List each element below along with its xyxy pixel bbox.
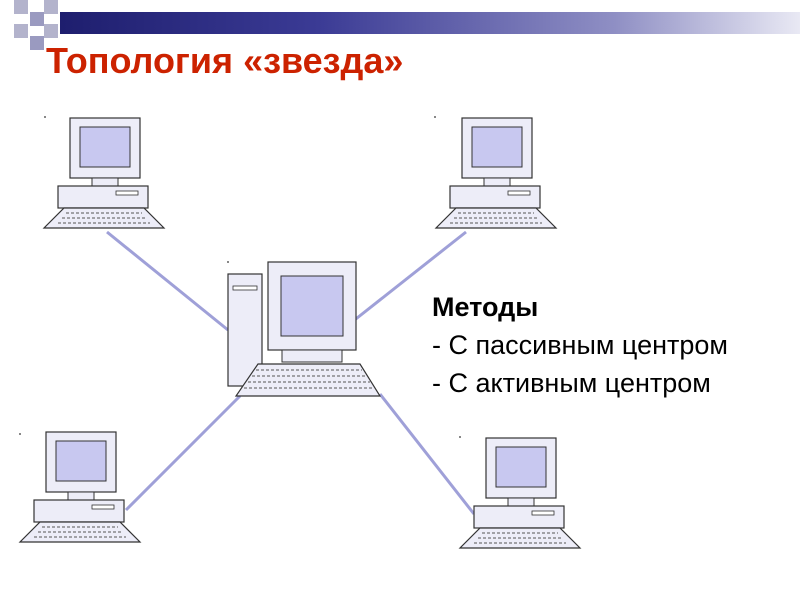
decor-square: [14, 0, 28, 14]
slide-title: Топология «звезда»: [46, 40, 404, 81]
computer-icon-bottom-right: [458, 437, 582, 549]
header-bar: [60, 12, 800, 34]
decor-square: [44, 0, 58, 14]
decor-square: [30, 36, 44, 50]
methods-heading: Методы: [432, 292, 539, 322]
method-item-passive: - С пассивным центром: [432, 330, 728, 360]
marker-dot: [19, 433, 21, 435]
marker-dot: [227, 261, 229, 263]
computer-icon-top-left: [42, 117, 166, 229]
link-line-4: [378, 393, 476, 515]
marker-dot: [44, 116, 46, 118]
link-line-3: [124, 394, 242, 512]
decor-square: [14, 24, 28, 38]
methods-list: Методы - С пассивным центром - С активны…: [432, 288, 728, 402]
marker-dot: [434, 116, 436, 118]
link-line-2: [351, 230, 467, 324]
computer-icon-top-right: [434, 117, 558, 229]
decor-square: [30, 12, 44, 26]
method-item-active: - С активным центром: [432, 368, 711, 398]
marker-dot: [459, 436, 461, 438]
decor-square: [44, 24, 58, 38]
computer-icon-bottom-left: [18, 431, 142, 543]
link-line-1: [106, 230, 229, 332]
corner-decoration: [0, 0, 60, 52]
desktop-tower-icon: [227, 261, 382, 397]
